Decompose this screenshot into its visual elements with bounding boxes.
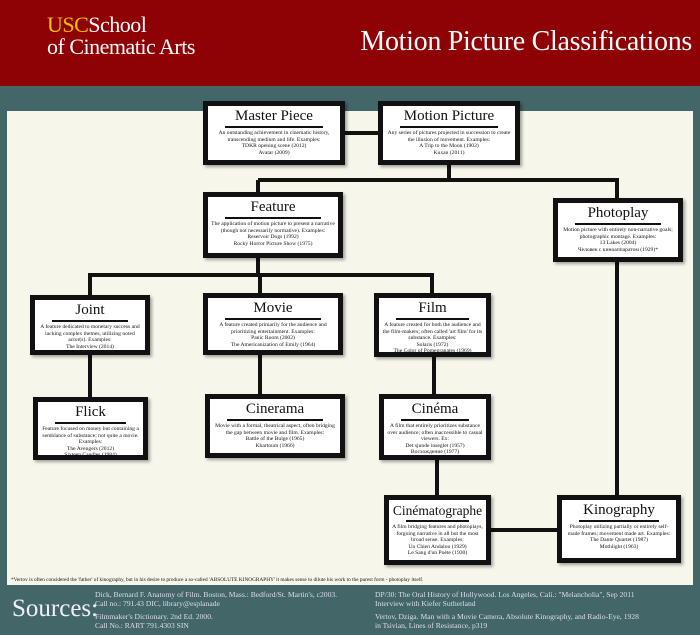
node-example: Rocky Horror Picture Show (1975): [233, 240, 313, 247]
node-example: Sixteen Candles (1984): [64, 452, 117, 459]
node-title: Film: [418, 300, 447, 316]
node-desc: A film that entirely prioritizes substan…: [387, 423, 483, 443]
page-title: Motion Picture Classifications: [360, 26, 692, 57]
node-desc: An outstanding achievement in cinematic …: [218, 130, 330, 143]
node-title: Flick: [75, 404, 106, 420]
node-example: TDKR opening scene (2012): [241, 143, 307, 150]
node-example: Восхождение (1977): [410, 449, 460, 456]
source-line: Call No.: RART 791.4303 SIN: [95, 621, 189, 630]
node-example: Kuxan (2011): [433, 149, 465, 156]
node-desc: Photoplay utilizing partially or entirel…: [567, 524, 671, 537]
usc-logo: USCSchool of Cinematic Arts: [47, 14, 195, 58]
node-example: The Americanization of Emily (1964): [230, 341, 316, 348]
source-line: DP/30: The Oral History of Hollywood. Lo…: [375, 590, 635, 599]
node-example: A Trip to the Moon (1902): [419, 143, 479, 150]
node-title: Kinography: [583, 502, 655, 518]
node-joint: Joint A feature dedicated to monetary su…: [30, 295, 150, 357]
node-movie: Movie A feature created primarily for th…: [203, 293, 343, 355]
node-desc: A feature created primarily for the audi…: [219, 322, 327, 335]
node-desc: Any series of pictures projected in succ…: [387, 130, 511, 143]
source-line: Vertov, Dziga. Man with a Movie Camera, …: [375, 612, 639, 621]
sources-label: Sources:: [12, 595, 99, 622]
node-photoplay: Photoplay Motion picture with entirely n…: [553, 198, 683, 262]
node-example: The Avengers (2012): [66, 445, 115, 452]
node-feature: Feature The application of motion pictur…: [203, 192, 343, 258]
node-example: Khartoum (1966): [255, 442, 295, 449]
node-desc: A film bridging features and photoplays,…: [392, 524, 483, 544]
node-master-piece: Master Piece An outstanding achievement …: [203, 101, 345, 165]
source-entry: DP/30: The Oral History of Hollywood. Lo…: [375, 590, 635, 608]
node-title: Cinéma: [411, 401, 459, 417]
node-example: Человек с киноаппаратом (1929)*: [577, 246, 659, 253]
node-example: Mothlight (1963): [599, 543, 639, 550]
node-example: 13 Lakes (2004): [599, 240, 637, 247]
node-desc: Feature focused on money but containing …: [42, 426, 139, 446]
node-example: Le Sang d'un Poète (1930): [407, 550, 468, 557]
node-desc: Movie with a formal, theatrical aspect, …: [215, 423, 335, 436]
node-title: Cinématographe: [392, 503, 483, 518]
header-banner: USCSchool of Cinematic Arts Motion Pictu…: [0, 0, 700, 86]
node-title: Feature: [250, 199, 296, 215]
node-desc: The application of motion picture to pre…: [211, 221, 335, 234]
node-desc: Motion picture with entirely non-narrati…: [563, 227, 673, 240]
node-title: Photoplay: [587, 205, 649, 221]
node-desc: A feature dedicated to monetary success …: [40, 324, 140, 344]
source-entry: Filmmaker's Dictionary. 2nd Ed. 2000. Ca…: [95, 612, 213, 630]
node-cinema: Cinéma A film that entirely prioritizes …: [379, 394, 491, 460]
node-example: Panic Room (2002): [251, 335, 295, 342]
source-line: Dick, Bernard F. Anatomy of Film. Boston…: [95, 590, 338, 599]
node-example: Reservoir Dogs (1992): [247, 234, 299, 241]
node-example: Battle of the Bulge (1965): [245, 436, 305, 443]
node-film: Film A feature created for both the audi…: [374, 293, 491, 357]
node-desc: A feature created for both the audience …: [382, 322, 483, 342]
source-entry: Dick, Bernard F. Anatomy of Film. Boston…: [95, 590, 337, 608]
source-line: Filmmaker's Dictionary. 2nd Ed. 2000.: [95, 612, 213, 621]
source-entry: Vertov, Dziga. Man with a Movie Camera, …: [375, 612, 639, 630]
node-example: Jack and Jill (2011): [68, 350, 112, 357]
footnote: *Vertov is often considered the 'father'…: [11, 577, 424, 583]
node-example: Avatar (2009): [258, 149, 290, 156]
node-motion-picture: Motion Picture Any series of pictures pr…: [378, 101, 520, 165]
node-example: The Interview (2014): [66, 343, 114, 350]
node-title: Movie: [253, 300, 293, 316]
source-line: Interview with Kiefer Sutherland: [375, 599, 476, 608]
node-kinography: Kinography Photoplay utilizing partially…: [557, 495, 681, 563]
node-cinerama: Cinerama Movie with a formal, theatrical…: [205, 394, 345, 458]
node-example: The Dante Quartet (1987): [590, 537, 648, 544]
node-title: Motion Picture: [403, 108, 495, 124]
sources-footer: Sources: Dick, Bernard F. Anatomy of Fil…: [0, 587, 700, 635]
node-title: Cinerama: [245, 401, 305, 417]
node-title: Master Piece: [235, 108, 313, 124]
logo-school: School: [88, 12, 147, 37]
node-example: Un Chien Andalou (1929): [408, 543, 467, 550]
logo-usc: USC: [47, 12, 89, 37]
node-flick: Flick Feature focused on money but conta…: [33, 397, 148, 460]
node-example: Solaris (1972): [416, 341, 449, 348]
node-example: The Color of Pomegranates (1969): [393, 348, 472, 355]
source-line: Call no.: 791.43 DIC, library@esplanade: [95, 599, 220, 608]
node-title: Joint: [75, 302, 105, 318]
source-line: in Tsivian, Lines of Resistance, p319: [375, 621, 488, 630]
node-cinematographe: Cinématographe A film bridging features …: [384, 495, 491, 565]
node-example: Det sjunde inseglet (1957): [405, 442, 465, 449]
logo-line2: of Cinematic Arts: [47, 34, 195, 59]
